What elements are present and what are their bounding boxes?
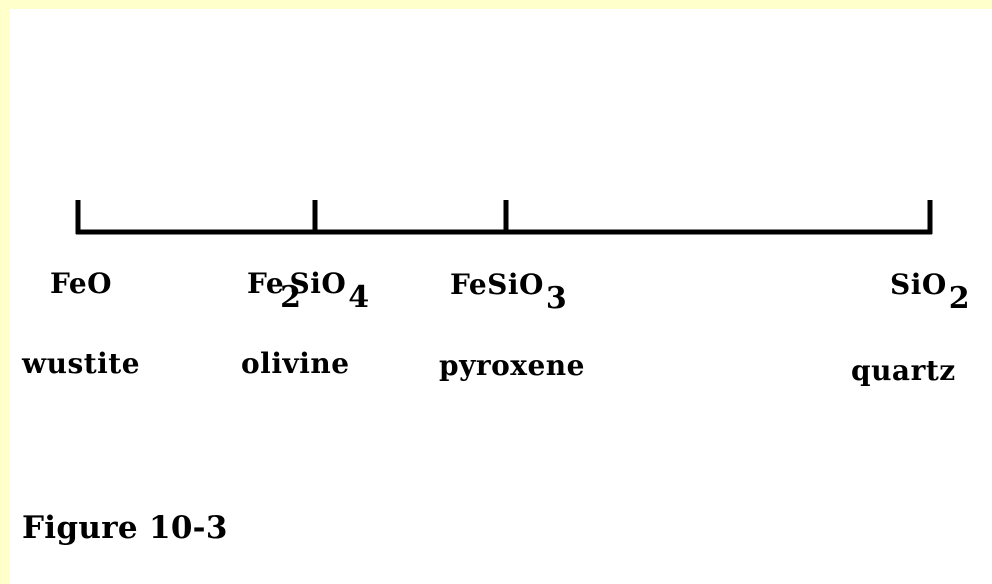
formula-fe2sio4-fe: Fe [247, 267, 285, 300]
formula-feo: FeO [50, 270, 112, 298]
formula-fe2sio4-sub-2: 2 [280, 280, 302, 315]
formula-feo-text: FeO [50, 267, 113, 300]
formula-fesio3-sub-3: 3 [545, 281, 568, 316]
formula-fe2sio4-sub-4: 4 [348, 280, 370, 315]
mineral-pyroxene: pyroxene [439, 349, 585, 382]
mineral-olivine: olivine [241, 347, 350, 380]
formula-fe2sio4: Fe2SiO4 [247, 267, 370, 313]
formula-fesio3-fesio: FeSiO [450, 268, 544, 301]
mineral-quartz: quartz [851, 354, 956, 387]
formula-sio2-sio: SiO [890, 268, 947, 301]
formula-sio2: SiO2 [890, 268, 970, 314]
formula-fesio3: FeSiO3 [450, 268, 567, 314]
figure-caption: Figure 10-3 [22, 510, 228, 546]
diagram-canvas [10, 9, 992, 584]
mineral-wustite: wustite [22, 347, 141, 380]
formula-sio2-sub-2: 2 [948, 281, 971, 316]
formula-fe2sio4-sio: SiO [289, 267, 347, 300]
